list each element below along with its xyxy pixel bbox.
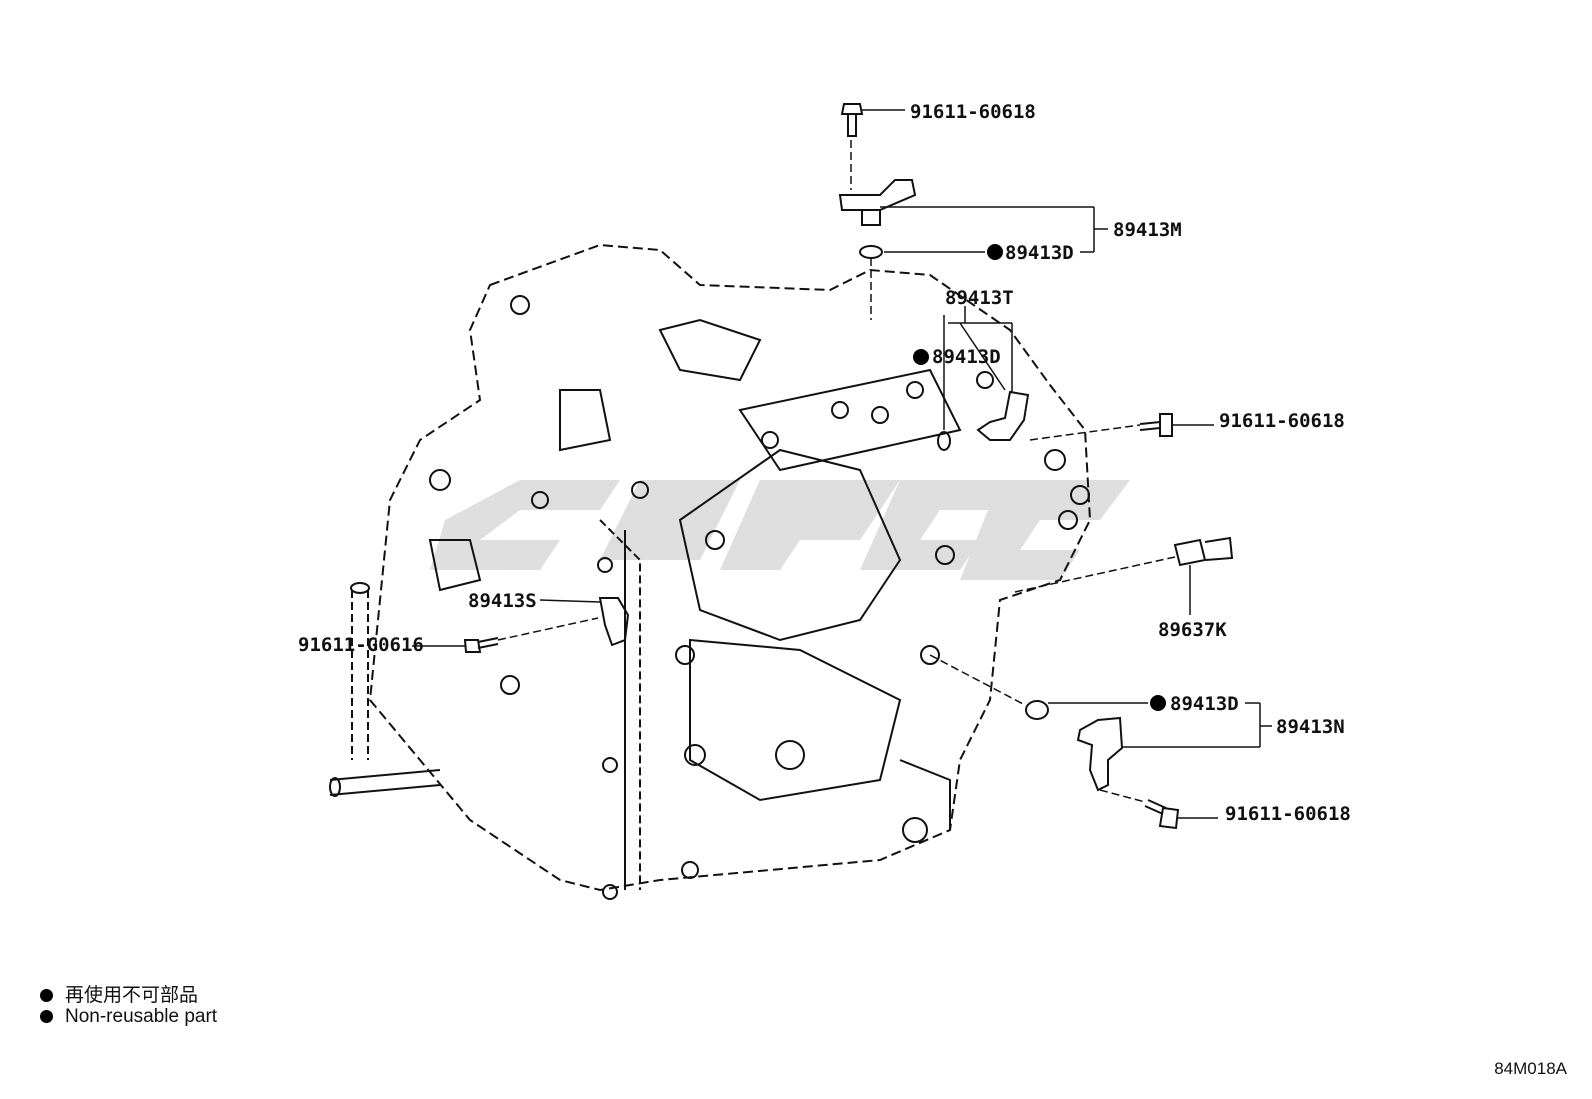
bullet-icon — [40, 1010, 53, 1023]
legend-en-text: Non-reusable part — [65, 1006, 218, 1027]
label-sensor-n: 89413N — [1276, 716, 1345, 738]
label-bolt-right-lower: 91611-60618 — [1225, 803, 1351, 825]
label-oring-low: 89413D — [1170, 693, 1239, 715]
label-bolt-top: 91611-60618 — [910, 101, 1036, 123]
oring-low-part — [1025, 700, 1049, 720]
sensor-t-part — [976, 390, 1030, 441]
label-sensor-t: 89413T — [945, 287, 1014, 309]
label-oring-mid: 89413D — [932, 346, 1001, 368]
sensor-n-part — [1076, 716, 1124, 792]
bullet-icon — [40, 989, 53, 1002]
non-reusable-marker — [987, 244, 1003, 260]
bolt-right-upper-part — [1139, 413, 1173, 437]
non-reusable-marker — [1150, 695, 1166, 711]
leader-lines — [412, 109, 1272, 819]
bolt-left-part — [463, 637, 499, 653]
sensor-s-part — [598, 597, 630, 647]
legend-english: Non-reusable part — [40, 1006, 217, 1028]
transmission-housing — [329, 243, 1092, 900]
oring-mid-part — [937, 431, 951, 451]
non-reusable-marker — [913, 349, 929, 365]
legend-jp-text: 再使用不可部品 — [65, 985, 199, 1006]
bolt-top-part — [840, 103, 864, 137]
label-oring-top: 89413D — [1005, 242, 1074, 264]
label-sensor-k: 89637K — [1158, 619, 1227, 641]
diagram-code: 84M018A — [1494, 1059, 1567, 1078]
legend-japanese: 再使用不可部品 — [40, 980, 198, 1007]
sensor-m-part — [838, 179, 917, 226]
label-sensor-s: 89413S — [468, 590, 537, 612]
label-bolt-right-upper: 91611-60618 — [1219, 410, 1345, 432]
oring-top-part — [859, 245, 883, 259]
bolt-right-lower-part — [1144, 799, 1180, 830]
label-sensor-m: 89413M — [1113, 219, 1182, 241]
sensor-k-part — [1173, 536, 1234, 567]
label-bolt-left: 91611-G0616 — [298, 634, 424, 656]
